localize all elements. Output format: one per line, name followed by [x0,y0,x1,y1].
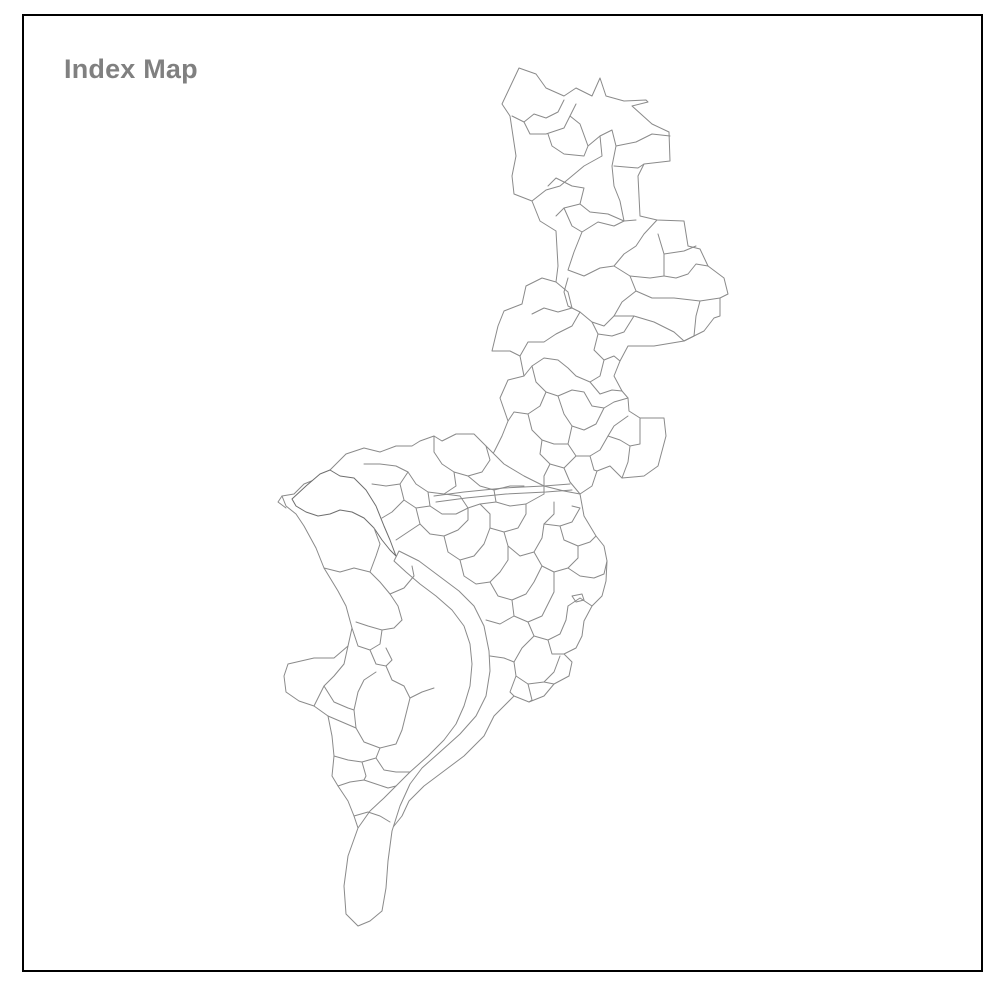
river-channel [343,550,491,927]
district-outline-central [281,433,608,837]
index-map-frame: Index Map [22,14,983,972]
map-title: Index Map [64,54,198,84]
index-map [277,67,729,927]
highlighted-area [291,469,397,557]
district-outline-north [485,67,729,507]
